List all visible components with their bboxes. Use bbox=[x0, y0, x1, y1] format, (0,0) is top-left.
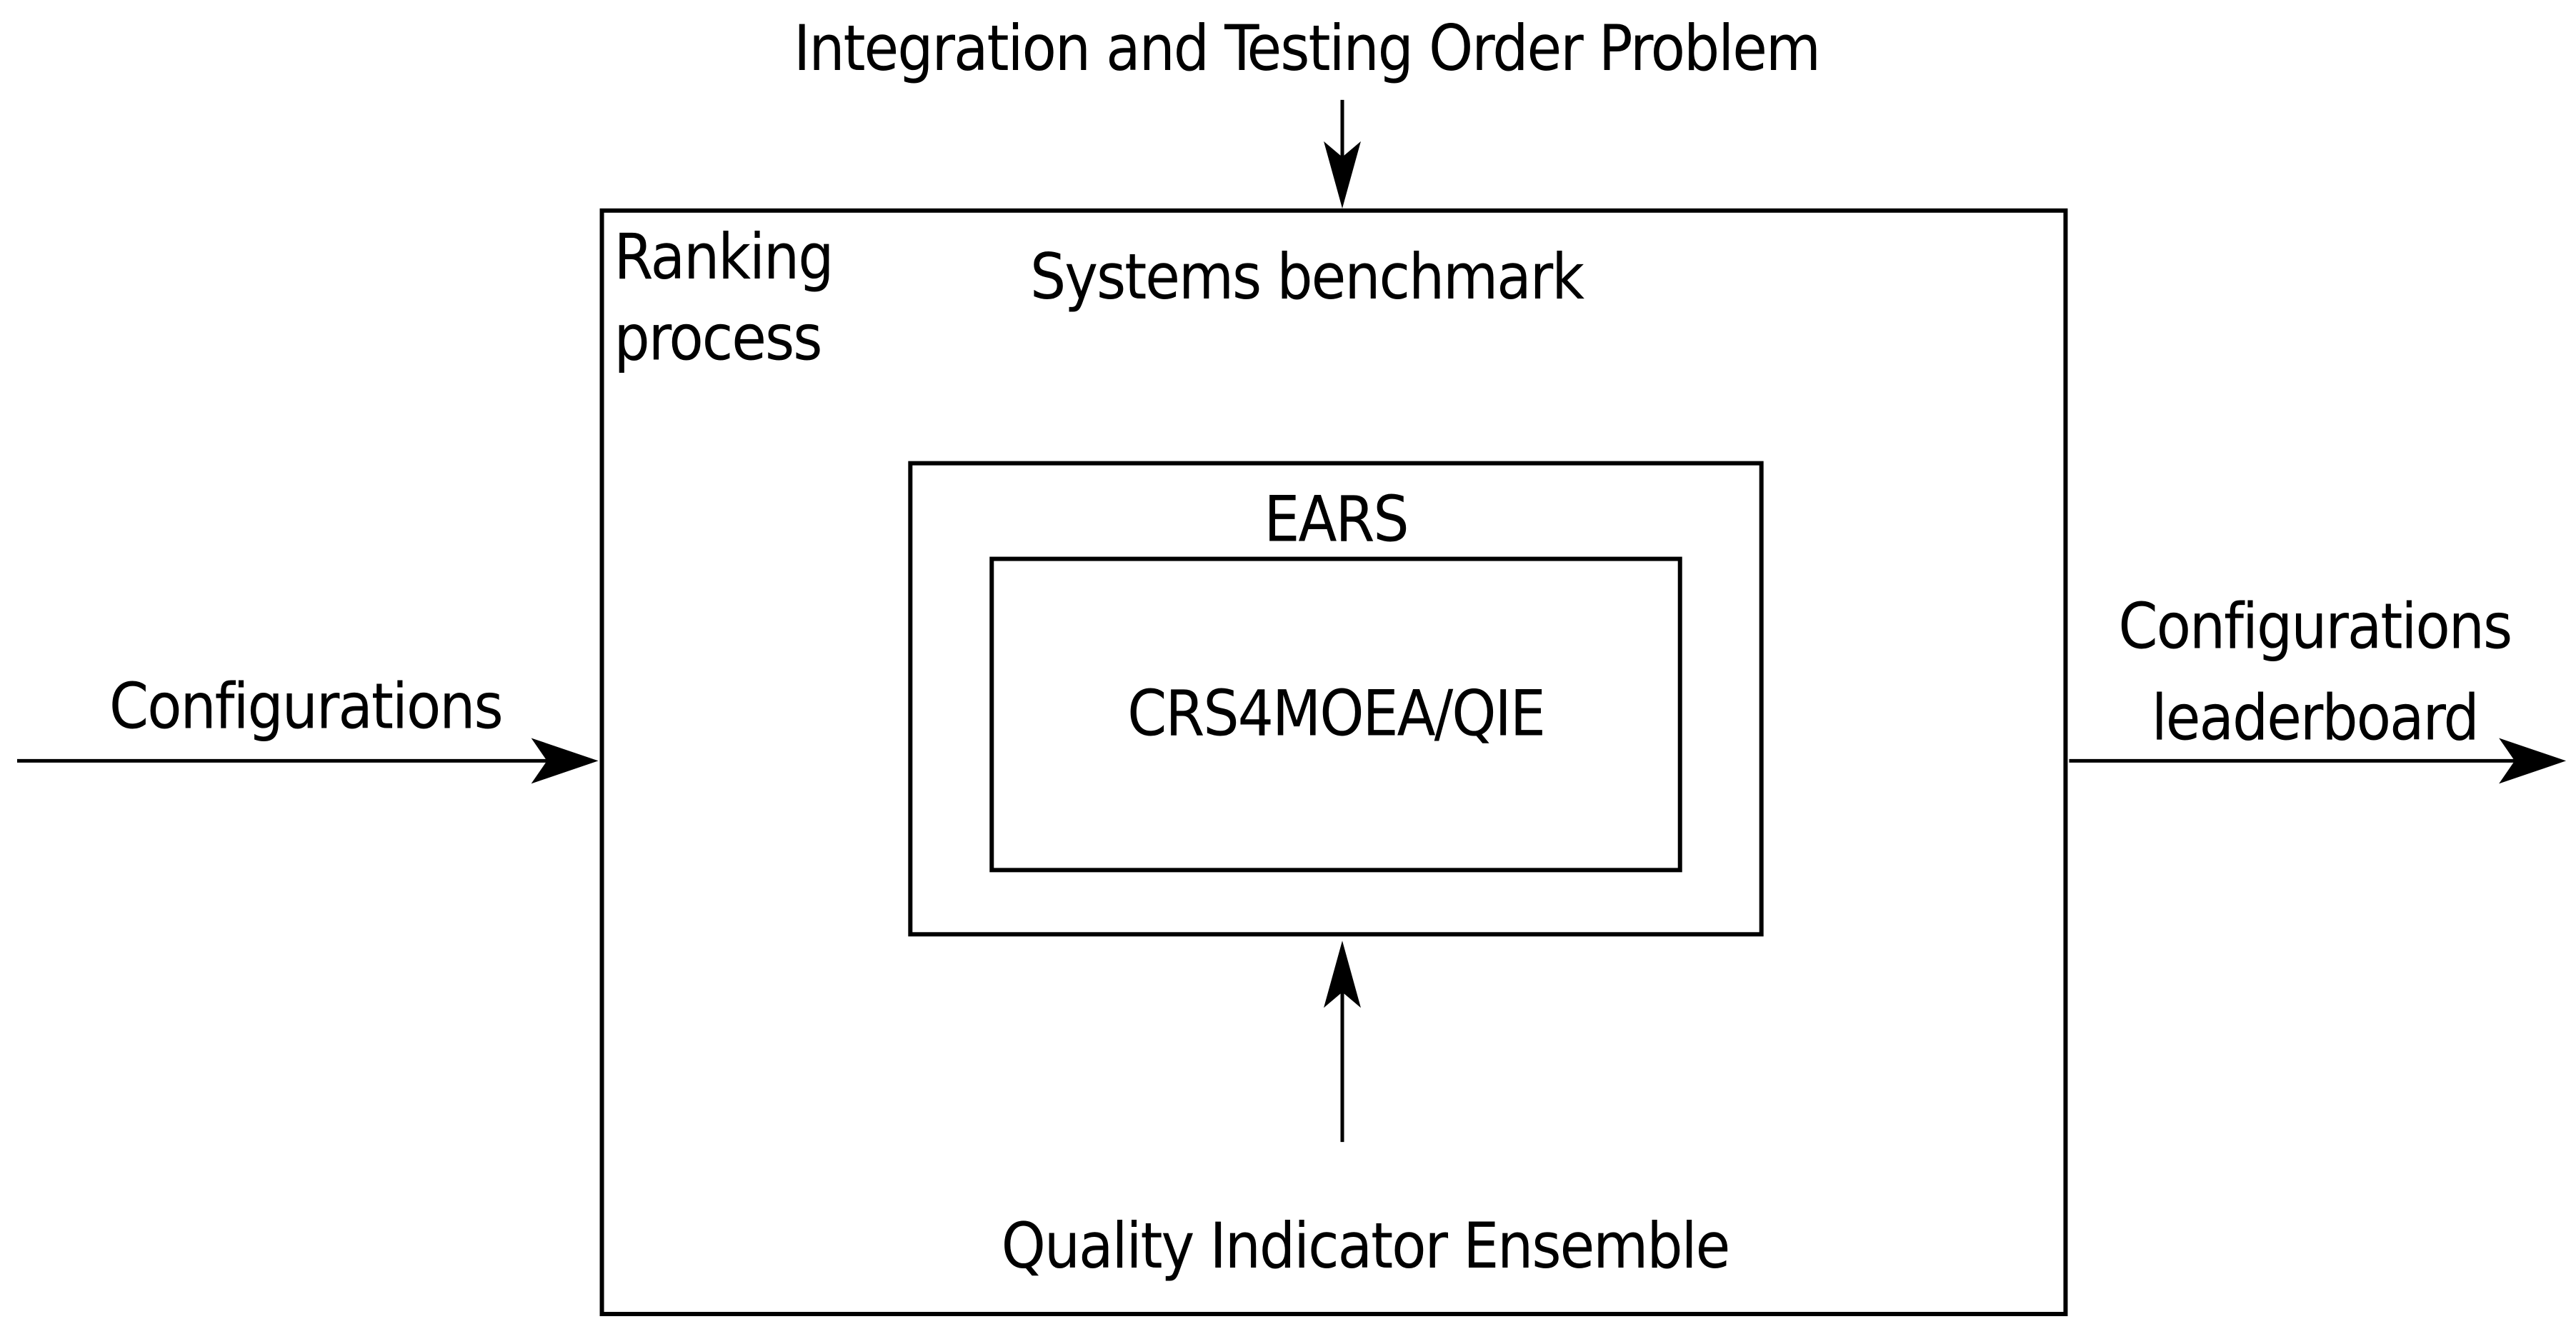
crs4moea-qie-label: CRS4MOEA/QIE bbox=[1127, 678, 1546, 751]
quality-indicator-ensemble-label: Quality Indicator Ensemble bbox=[1001, 1210, 1731, 1284]
crs4moea-qie-box bbox=[989, 556, 1682, 873]
ranking-process-label: Ranking process bbox=[614, 221, 834, 376]
ranking-process-box bbox=[599, 208, 2068, 1317]
configurations-leaderboard-label: Configurations leaderboard bbox=[2118, 591, 2512, 756]
ears-box bbox=[908, 461, 1764, 937]
problem-input-arrow bbox=[1324, 99, 1361, 209]
ears-label: EARS bbox=[1264, 483, 1409, 557]
configurations-input-label: Configurations bbox=[109, 671, 504, 744]
systems-benchmark-label: Systems benchmark bbox=[1029, 241, 1584, 314]
integration-testing-order-problem-label: Integration and Testing Order Problem bbox=[794, 12, 1821, 86]
